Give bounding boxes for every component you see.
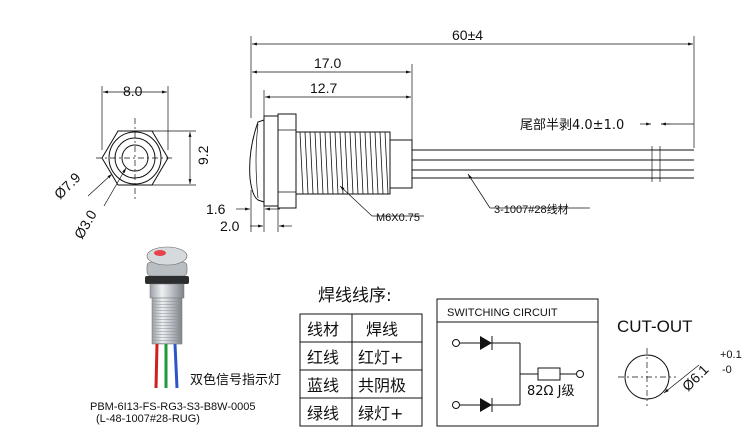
part-number: PBM-6I13-FS-RG3-S3-B8W-0005	[90, 401, 255, 413]
dim-hex-width: 8.0	[123, 83, 143, 99]
dim-strip-note: 尾部半剥4.0±1.0	[520, 118, 624, 133]
cutout-diameter: Ø6.1	[679, 361, 712, 394]
dim-thread-spec: M6X0.75	[376, 212, 420, 224]
part-number-sub: (L-48-1007#28-RUG)	[96, 413, 200, 425]
switching-circuit	[436, 298, 599, 427]
resistor-label: 82Ω J级	[527, 384, 574, 399]
terminal-common	[576, 370, 584, 378]
side-view	[236, 36, 695, 232]
diode-bottom	[480, 398, 492, 412]
table-cell-red-wire: 红线	[307, 348, 339, 367]
led-red-dot	[154, 250, 166, 256]
diode-top	[480, 336, 492, 350]
wire-red	[154, 343, 159, 389]
dim-body-length: 17.0	[314, 55, 341, 71]
terminal-top	[452, 339, 460, 347]
dim-thread-length: 12.7	[310, 80, 337, 96]
dim-hex-height: 9.2	[195, 145, 211, 165]
terminal-bottom	[452, 401, 460, 409]
table-cell-red-led: 红灯+	[358, 348, 403, 367]
table-cell-blue-wire: 蓝线	[307, 376, 339, 395]
table-header-wire: 线材	[307, 320, 339, 339]
front-view	[87, 86, 196, 207]
cutout-tol-upper: +0.1	[720, 349, 742, 361]
solder-table	[299, 313, 423, 427]
resistor	[537, 367, 561, 381]
dim-head-thickness: 1.6	[206, 201, 226, 217]
table-header-solder: 焊线	[366, 320, 398, 339]
table-cell-green-led: 绿灯+	[358, 404, 403, 423]
circuit-title: SWITCHING CIRCUIT	[447, 307, 558, 319]
dim-flange-thickness: 2.0	[220, 218, 240, 234]
dim-total-length: 60±4	[452, 27, 483, 43]
table-cell-green-wire: 绿线	[307, 404, 339, 423]
dim-lens-diameter: Ø3.0	[71, 207, 100, 241]
solder-table-title: 焊线线序:	[318, 286, 392, 306]
dim-wire-spec: 3-1007#28线材	[494, 202, 569, 216]
dim-head-diameter: Ø7.9	[51, 169, 84, 202]
cutout-drawing	[618, 348, 700, 406]
thread-pattern	[299, 131, 389, 195]
product-illustration	[145, 246, 189, 389]
table-cell-common-cathode: 共阴极	[358, 376, 406, 395]
cutout-tol-lower: -0	[722, 364, 732, 376]
cutout-title: CUT-OUT	[617, 317, 693, 336]
product-caption: 双色信号指示灯	[190, 372, 281, 388]
wire-blue	[173, 343, 179, 389]
